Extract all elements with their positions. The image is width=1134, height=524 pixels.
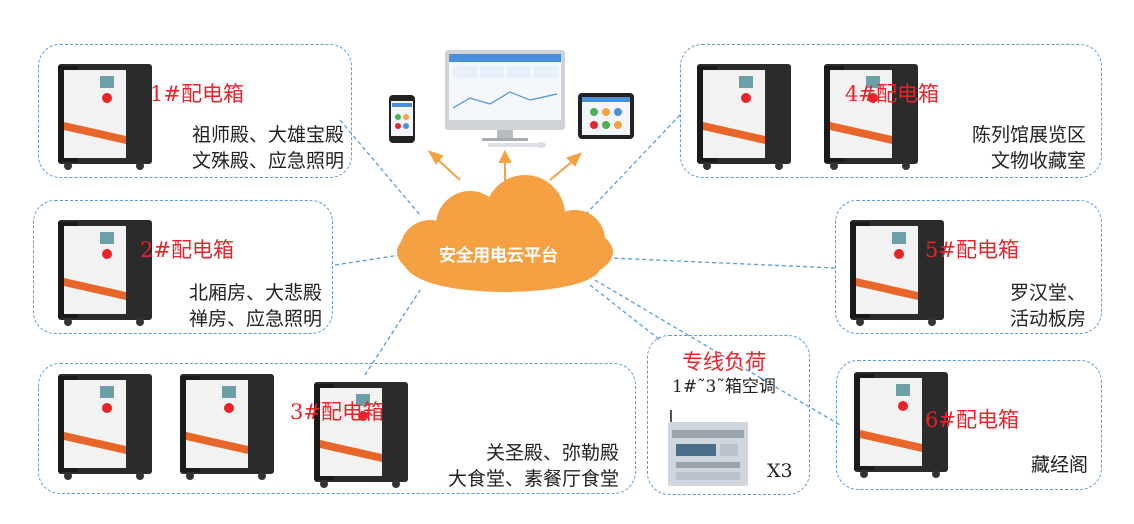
tablet-icon <box>578 93 634 139</box>
desc-line: 文物收藏室 <box>990 150 1086 172</box>
box-desc: 祖师殿、大雄宝殿 文殊殿、应急照明 <box>192 122 344 174</box>
desc-line: 陈列馆展览区 <box>971 124 1086 146</box>
cabinet-icon <box>312 380 410 488</box>
connector-box2 <box>334 254 401 266</box>
desc-line: 罗汉堂、 <box>1009 282 1086 304</box>
box-label: 6#配电箱 <box>925 408 1019 432</box>
special-load-group <box>647 335 810 495</box>
connector-special <box>589 284 661 341</box>
cabinet-icon <box>178 372 276 480</box>
arrow-phone <box>435 157 461 181</box>
box1-group <box>38 44 352 178</box>
phone-icon <box>389 95 415 143</box>
special-load-title: 专线负荷 <box>682 350 766 374</box>
desktop-icon <box>445 50 565 148</box>
cabinet-icon <box>695 62 793 170</box>
connector-box4 <box>584 114 681 216</box>
box-label: 1#配电箱 <box>150 82 244 106</box>
desc-line: 活动板房 <box>1009 308 1086 330</box>
box-label: 5#配电箱 <box>925 238 1019 262</box>
special-load-subtitle: 1#˜3˜箱空调 <box>672 377 776 397</box>
box4-group <box>680 44 1102 178</box>
cabinet-icon <box>848 218 946 326</box>
box-desc: 藏经阁 <box>1031 452 1088 478</box>
cabinet-icon <box>56 372 154 480</box>
cabinet-icon <box>56 218 154 326</box>
desc-line: 禅房、应急照明 <box>188 308 322 330</box>
desc-line: 文殊殿、应急照明 <box>191 150 344 172</box>
box3-group <box>38 363 636 494</box>
connector-box5 <box>609 257 836 269</box>
box-desc: 罗汉堂、 活动板房 <box>1010 280 1086 332</box>
cabinet-icon <box>822 62 920 170</box>
cabinet-icon <box>852 370 950 478</box>
box-label: 2#配电箱 <box>140 238 234 262</box>
box-label: 3#配电箱 <box>290 400 384 424</box>
box6-group <box>836 360 1102 490</box>
desc-line: 关圣殿、弥勒殿 <box>485 442 619 464</box>
box-desc: 北厢房、大悲殿 禅房、应急照明 <box>189 280 322 332</box>
arrow-head-desktop <box>498 149 512 163</box>
cloud-shape <box>397 175 613 292</box>
special-load-count: X3 <box>767 460 793 482</box>
desc-line: 北厢房、大悲殿 <box>188 282 322 304</box>
connector-box3 <box>364 289 421 376</box>
box-desc: 关圣殿、弥勒殿 大食堂、素餐厅食堂 <box>448 440 619 492</box>
meter-icon <box>664 402 756 492</box>
desc-line: 祖师殿、大雄宝殿 <box>191 124 344 146</box>
box-label: 4#配电箱 <box>845 82 939 106</box>
cabinet-icon <box>56 62 154 170</box>
arrow-head-tablet <box>566 152 582 167</box>
cloud-label: 安全用电云平台 <box>439 246 558 266</box>
box5-group <box>835 200 1102 334</box>
desc-line: 藏经阁 <box>1030 454 1088 476</box>
box2-group <box>33 200 333 334</box>
connector-box6 <box>594 279 841 426</box>
box-desc: 陈列馆展览区 文物收藏室 <box>972 122 1086 174</box>
arrow-head-phone <box>427 150 444 165</box>
arrow-tablet <box>549 159 575 181</box>
desc-line: 大食堂、素餐厅食堂 <box>447 468 619 490</box>
